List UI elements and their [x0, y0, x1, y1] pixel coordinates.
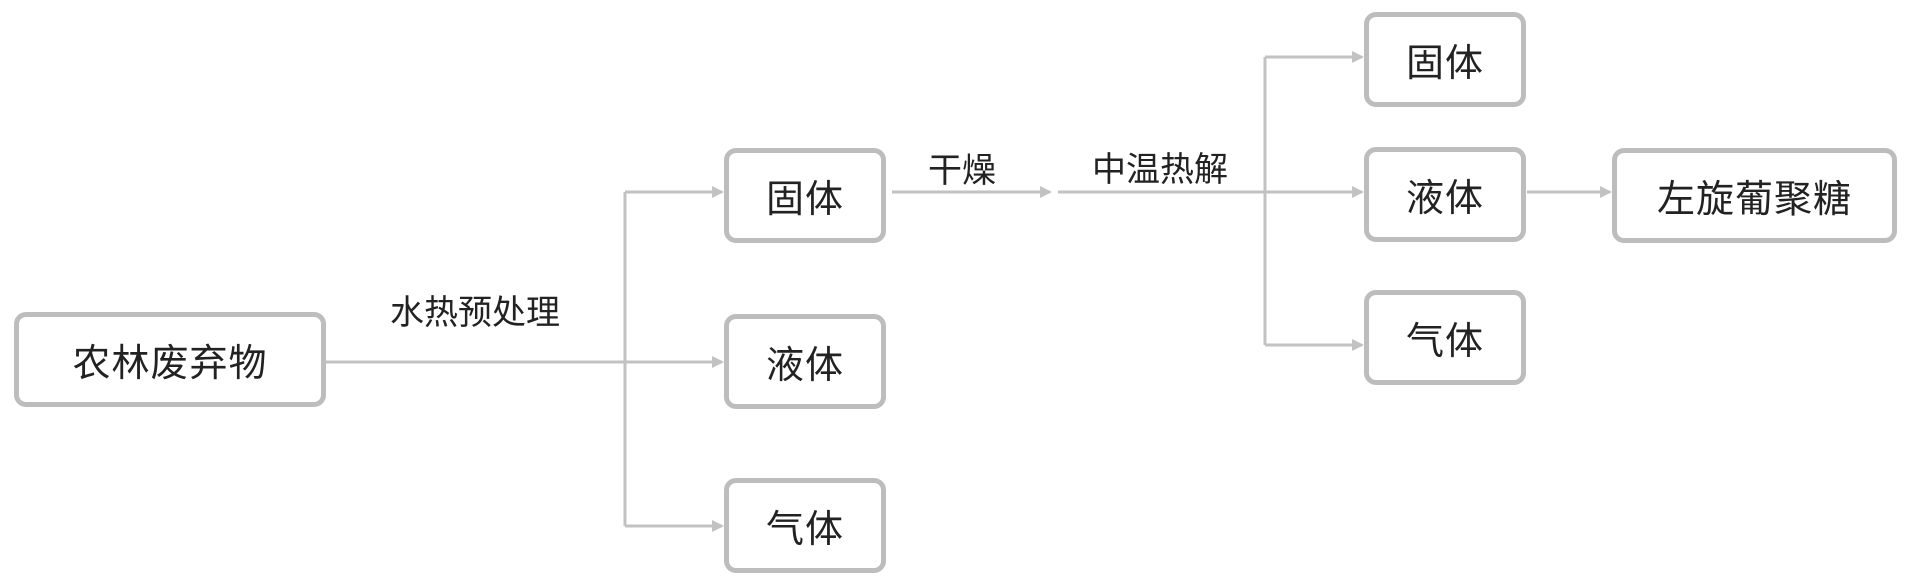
node-stage1-liquid: 液体 — [724, 314, 886, 409]
node-product: 左旋葡聚糖 — [1612, 148, 1897, 243]
node-stage2-gas: 气体 — [1364, 290, 1526, 385]
edge-label-pyrolysis: 中温热解 — [1092, 150, 1228, 190]
node-stage1-solid: 固体 — [724, 148, 886, 243]
node-stage1-gas: 气体 — [724, 478, 886, 573]
node-source: 农林废弃物 — [14, 312, 326, 407]
node-stage2-liquid: 液体 — [1364, 147, 1526, 242]
node-stage2-solid: 固体 — [1364, 12, 1526, 107]
edge-label-hydrothermal: 水热预处理 — [390, 293, 560, 333]
edge-label-drying: 干燥 — [928, 151, 996, 191]
